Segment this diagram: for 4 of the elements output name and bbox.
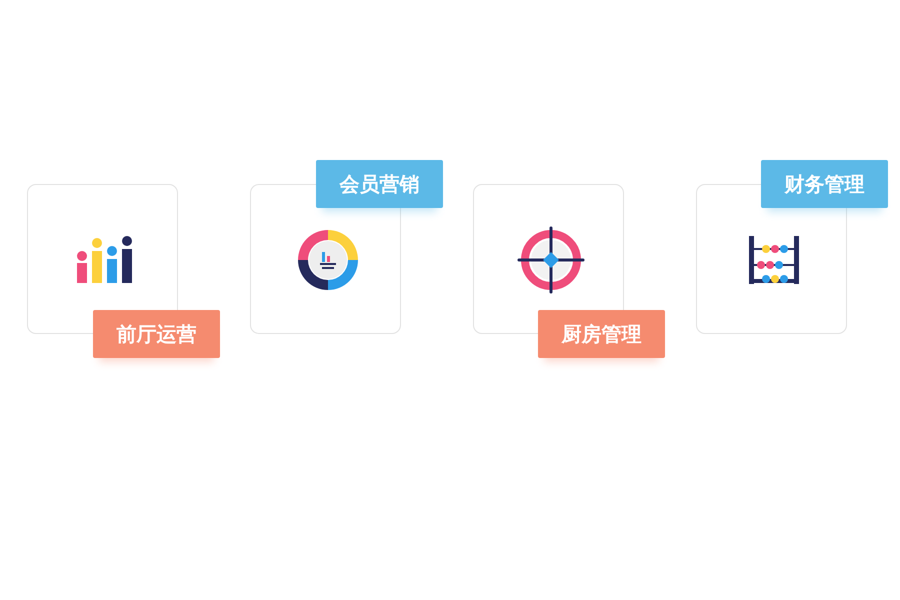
label-tag: 财务管理 — [761, 160, 888, 208]
label-tag: 会员营销 — [316, 160, 443, 208]
label-tag: 前厅运营 — [93, 310, 220, 358]
label-tag: 厨房管理 — [538, 310, 665, 358]
